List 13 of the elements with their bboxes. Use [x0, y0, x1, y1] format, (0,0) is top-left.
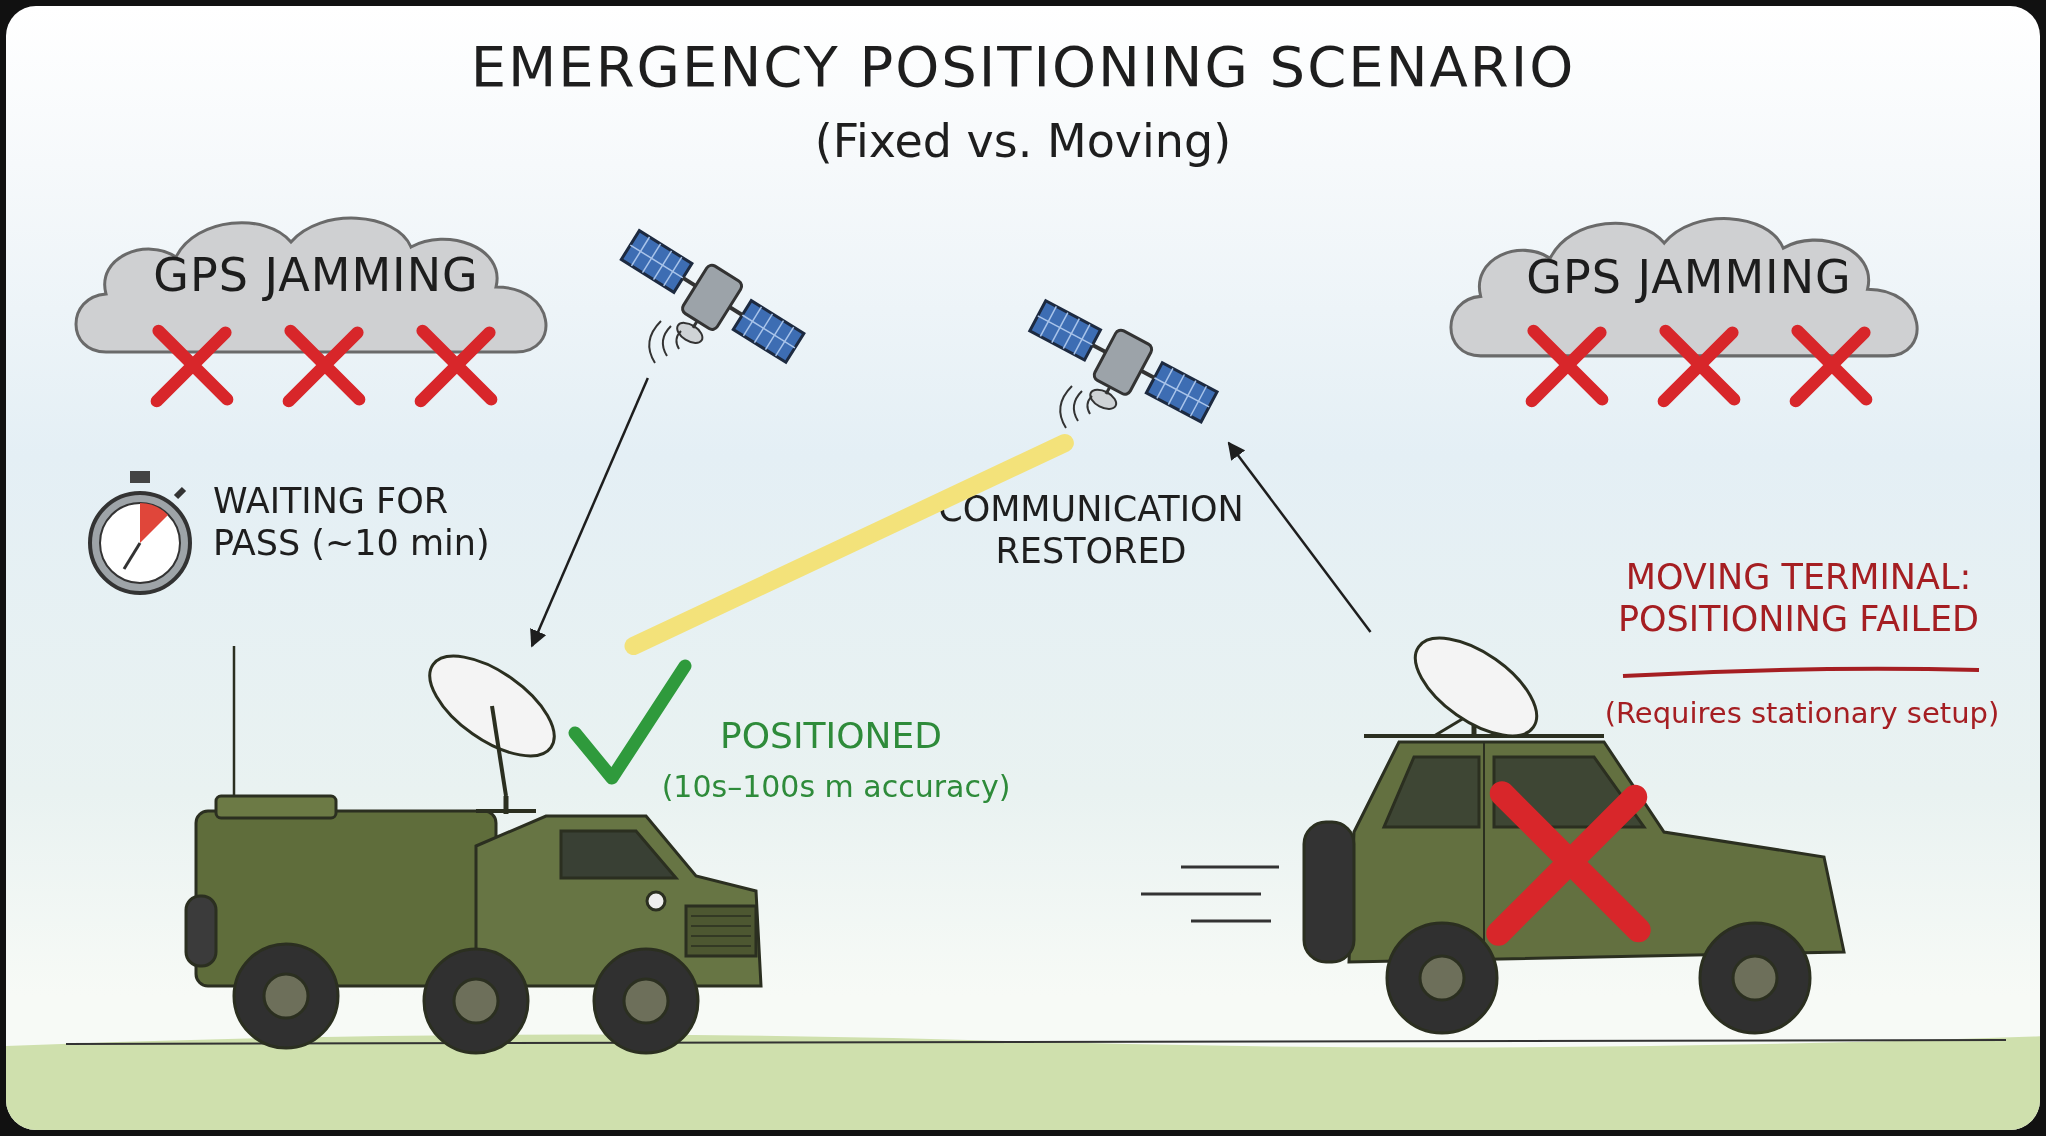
cloud-label: GPS JAMMING [1526, 250, 1852, 304]
title: EMERGENCY POSITIONING SCENARIO [469, 34, 1577, 99]
note: (10s–100s m accuracy) [660, 769, 1012, 805]
note: (Requires stationary setup) [1603, 696, 2001, 731]
arrow [1227, 441, 1372, 633]
arrow [530, 377, 649, 648]
success-note: POSITIONED [719, 714, 943, 758]
status-note: COMMUNICATION RESTORED [937, 488, 1245, 572]
cloud-label: GPS JAMMING [153, 247, 479, 302]
signal-beam [624, 434, 1074, 655]
subtitle: (Fixed vs. Moving) [813, 114, 1233, 170]
failure-note: MOVING TERMINAL: POSITIONING FAILED [1616, 556, 1981, 640]
status-note: WAITING FOR PASS (~10 min) [213, 480, 491, 564]
